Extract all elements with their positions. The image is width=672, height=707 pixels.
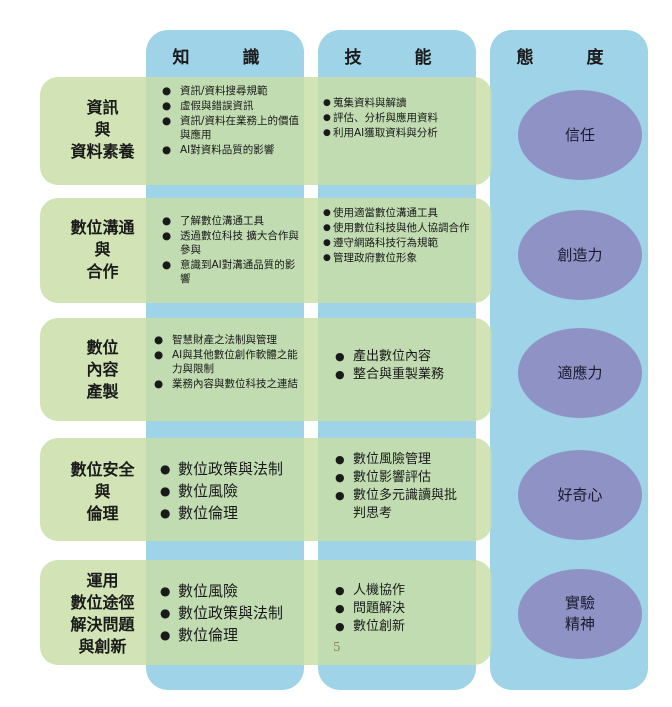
list-item: 透過數位科技 擴大合作與參與: [160, 229, 300, 257]
list-item: 整合與重製業務: [333, 366, 478, 384]
row-title-problem-solving: 運用數位途徑解決問題與創新: [70, 571, 135, 656]
list-item: 數位多元識讀與批判思考: [333, 487, 463, 523]
knowledge-header: 知 識: [172, 48, 278, 68]
list-item: 產出數位內容: [333, 348, 478, 366]
row-title-content: 數位內容產製: [86, 338, 119, 401]
skills-cell-information: 蒐集資料與解讀 評估、分析與應用資料 利用AI獲取資料與分析: [323, 96, 483, 141]
list-item: 數位倫理: [158, 624, 302, 646]
list-item: 評估、分析與應用資料: [323, 111, 483, 125]
list-item: 管理政府數位形象: [323, 251, 483, 265]
list-item: AI對資料品質的影響: [160, 143, 300, 157]
row-title-communication: 數位溝通與合作: [70, 218, 135, 281]
list-item: 數位風險管理: [333, 451, 463, 469]
list-item: 人機協作: [333, 582, 463, 600]
list-item: 數位政策與法制: [158, 458, 302, 480]
list-item: 數位倫理: [158, 502, 302, 524]
attitude-adaptability: 適應力: [518, 328, 642, 418]
attitude-experimentation: 實驗精神: [518, 569, 642, 659]
list-item: 使用適當數位溝通工具: [323, 206, 483, 220]
list-item: 業務內容與數位科技之連結: [152, 377, 302, 391]
list-item: 蒐集資料與解讀: [323, 96, 483, 110]
list-item: 數位政策與法制: [158, 602, 302, 624]
knowledge-cell-content: 智慧財產之法制與管理 AI與其他數位創作軟體之能力與限制 業務內容與數位科技之連…: [152, 333, 302, 392]
attitude-creativity: 創造力: [518, 210, 642, 300]
skills-cell-communication: 使用適當數位溝通工具 使用數位科技與他人協調合作 遵守網路科技行為規範 管理政府…: [323, 206, 483, 266]
list-item: 資訊/資料在業務上的價值與應用: [160, 114, 300, 142]
skills-cell-security: 數位風險管理 數位影響評估 數位多元識讀與批判思考: [333, 451, 463, 523]
list-item: 數位風險: [158, 580, 302, 602]
row-title-security: 數位安全與倫理: [70, 460, 135, 523]
list-item: 遵守網路科技行為規範: [323, 236, 483, 250]
page-number: 5: [333, 640, 341, 654]
knowledge-cell-information: 資訊/資料搜尋規範 虛假與錯誤資訊 資訊/資料在業務上的價值與應用 AI對資料品…: [160, 84, 300, 158]
list-item: 使用數位科技與他人協調合作: [323, 221, 483, 235]
knowledge-cell-problem-solving: 數位風險 數位政策與法制 數位倫理: [158, 580, 302, 646]
list-item: 問題解決: [333, 600, 463, 618]
skills-header: 技 能: [344, 48, 450, 68]
list-item: 利用AI獲取資料與分析: [323, 126, 483, 140]
skills-cell-problem-solving: 人機協作 問題解決 數位創新: [333, 582, 463, 636]
attitude-trust: 信任: [518, 90, 642, 180]
attitude-header: 態 度: [516, 48, 622, 68]
list-item: 數位創新: [333, 618, 463, 636]
list-item: 智慧財產之法制與管理: [152, 333, 302, 347]
skills-cell-content: 產出數位內容 整合與重製業務: [333, 348, 478, 384]
list-item: 了解數位溝通工具: [160, 214, 300, 228]
row-title-information: 資訊與資料素養: [70, 98, 135, 161]
list-item: 資訊/資料搜尋規範: [160, 84, 300, 98]
attitude-curiosity: 好奇心: [518, 450, 642, 540]
list-item: 數位影響評估: [333, 469, 463, 487]
list-item: 數位風險: [158, 480, 302, 502]
knowledge-cell-communication: 了解數位溝通工具 透過數位科技 擴大合作與參與 意識到AI對溝通品質的影響: [160, 214, 300, 287]
list-item: 意識到AI對溝通品質的影響: [160, 258, 300, 286]
list-item: AI與其他數位創作軟體之能力與限制: [152, 348, 302, 376]
list-item: 虛假與錯誤資訊: [160, 99, 300, 113]
knowledge-cell-security: 數位政策與法制 數位風險 數位倫理: [158, 458, 302, 524]
